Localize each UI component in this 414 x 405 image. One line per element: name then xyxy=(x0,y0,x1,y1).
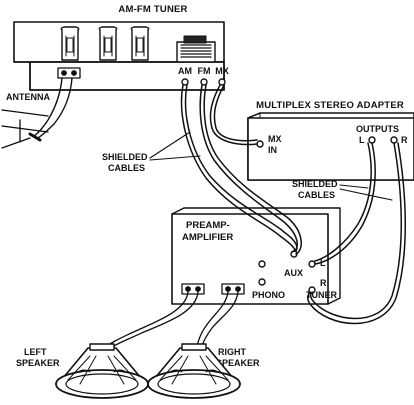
jack-label-fm: FM xyxy=(198,66,211,76)
preamp-phono-jack-upper xyxy=(258,260,266,268)
adapter-output-l-jack xyxy=(368,136,376,144)
preamp-phono-label: PHONO xyxy=(252,290,285,300)
shielded-cables xyxy=(149,84,407,325)
vacuum-tube-1 xyxy=(60,26,80,61)
adapter-outputs-label: OUTPUTS xyxy=(356,124,399,134)
am-fm-tuner: AM-FM TUNER xyxy=(13,4,229,91)
preamp-tuner-label: TUNER xyxy=(306,290,337,300)
adapter-title: MULTIPLEX STEREO ADAPTER xyxy=(256,100,404,111)
cable-fm-to-preamp xyxy=(199,84,298,253)
left-speaker: LEFT SPEAKER xyxy=(16,343,149,399)
right-speaker-terminal xyxy=(221,283,245,295)
preamp-amplifier: PREAMP- AMPLIFIER AUX PHONO L R TUNER xyxy=(171,207,341,305)
preamp-aux-label: AUX xyxy=(284,268,303,278)
left-speaker-terminal xyxy=(181,283,205,295)
power-transformer xyxy=(176,35,216,63)
right-speaker: RIGHT SPEAKER xyxy=(147,343,260,399)
antenna-label: ANTENNA xyxy=(6,92,50,102)
tuner-am-jack xyxy=(181,78,189,86)
adapter-mx-label: MX xyxy=(268,134,282,144)
tuner-fm-jack xyxy=(200,78,208,86)
jack-label-mx: MX xyxy=(215,66,229,76)
cable-adapter-l-to-tuner-l xyxy=(314,142,376,265)
cable-am-to-aux xyxy=(180,84,296,252)
antenna: ANTENNA xyxy=(1,77,73,149)
preamp-title-line2: AMPLIFIER xyxy=(182,232,233,243)
tuner-mx-jack xyxy=(218,78,226,86)
vacuum-tube-2 xyxy=(98,26,118,61)
shielded-cables-right-line2: CABLES xyxy=(298,190,335,200)
multiplex-stereo-adapter: MULTIPLEX STEREO ADAPTER MX IN OUTPUTS L… xyxy=(247,100,414,181)
preamp-tuner-l-jack xyxy=(308,260,316,268)
jack-label-am: AM xyxy=(178,66,192,76)
shielded-cables-left-line1: SHIELDED xyxy=(102,152,148,162)
cable-mx-to-adapter xyxy=(209,84,258,146)
adapter-front-panel xyxy=(247,117,414,181)
preamp-l-label: L xyxy=(320,258,326,268)
preamp-phono-jack-lower xyxy=(258,278,266,286)
right-speaker-label-line2: SPEAKER xyxy=(216,358,260,368)
shielded-cables-left-line2: CABLES xyxy=(108,163,145,173)
shielded-cables-right-line1: SHIELDED xyxy=(292,179,338,189)
preamp-title-line1: PREAMP- xyxy=(186,220,230,231)
adapter-output-l-label: L xyxy=(359,135,365,145)
left-speaker-label-line1: LEFT xyxy=(24,347,47,357)
cable-adapter-r-to-tuner-r xyxy=(309,142,403,320)
vacuum-tube-3 xyxy=(130,26,150,61)
adapter-output-r-label: R xyxy=(401,135,408,145)
preamp-r-label: R xyxy=(320,278,327,288)
adapter-in-label: IN xyxy=(268,145,277,155)
adapter-output-r-jack xyxy=(390,136,398,144)
left-speaker-label-line2: SPEAKER xyxy=(16,358,60,368)
tuner-title: AM-FM TUNER xyxy=(118,4,187,15)
right-speaker-label-line1: RIGHT xyxy=(218,347,247,357)
adapter-mx-in-jack xyxy=(256,140,264,148)
antenna-terminal-strip xyxy=(57,67,81,79)
